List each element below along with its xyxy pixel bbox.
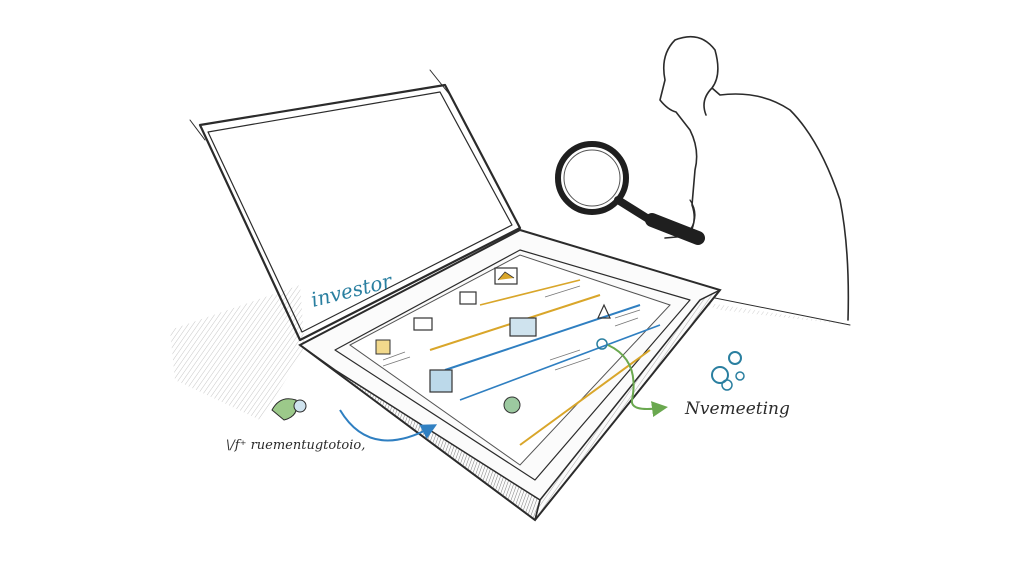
person-silhouette [659,35,850,321]
left-annotation: \/f⁺ ruementugtotoio, [226,438,365,453]
document-sheet [349,254,671,466]
leaf-icon [271,398,307,421]
document-icon [597,303,611,319]
blue-arrow [339,409,438,442]
floor-shadow [170,274,851,420]
document-icon [459,291,477,305]
document-icon [413,317,433,331]
magnifying-glass-icon [555,141,705,245]
document-icon [509,317,537,337]
document-icon [494,267,518,285]
document-icon [429,369,453,393]
green-arrow [607,344,668,417]
gears-icon [711,351,745,391]
right-annotation: Nvemeeting [684,399,790,419]
document-icon [375,339,391,355]
document-icon [503,396,521,414]
